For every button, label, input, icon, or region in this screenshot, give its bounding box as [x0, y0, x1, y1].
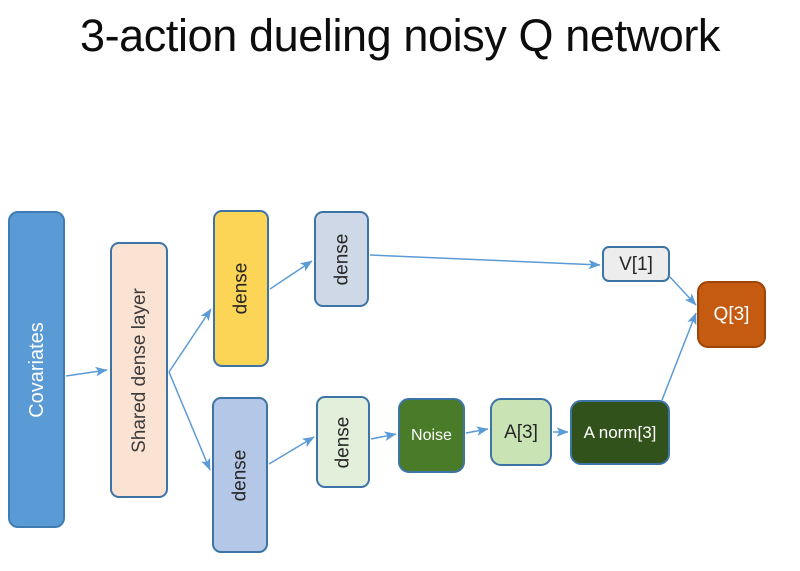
node-noise[interactable]: Noise [398, 398, 465, 473]
node-dense-advantage-1-label: dense [229, 449, 251, 501]
page-title: 3-action dueling noisy Q network [79, 10, 721, 61]
node-q-output-q3-label: Q[3] [713, 304, 750, 325]
edge-dense-v2-to-v1 [369, 254, 601, 270]
edge-noise-to-a3 [465, 426, 489, 436]
node-noise-label: Noise [411, 426, 452, 444]
node-advantage-norm-a3-label: A norm[3] [583, 423, 657, 442]
node-dense-value-1[interactable]: dense [213, 210, 269, 367]
node-advantage-norm-a3[interactable]: A norm[3] [570, 400, 670, 465]
node-q-output-q3[interactable]: Q[3] [697, 281, 766, 348]
node-dense-advantage-2-label: dense [332, 416, 354, 468]
edge-v1-to-q3 [669, 276, 697, 306]
edge-dense-a2-to-noise [370, 431, 397, 441]
node-dense-value-2[interactable]: dense [314, 211, 369, 307]
edge-dense-v1-to-dense-v2 [269, 260, 313, 290]
node-shared-dense-layer-label: Shared dense layer [128, 287, 150, 453]
node-dense-value-2-label: dense [331, 233, 352, 285]
node-dense-advantage-1[interactable]: dense [212, 397, 268, 553]
node-advantage-a3[interactable]: A[3] [490, 398, 552, 466]
edge-dense-a1-to-dense-a2 [268, 436, 315, 465]
edge-covariates-to-shared-dense [65, 366, 108, 377]
node-advantage-a3-label: A[3] [504, 421, 538, 443]
node-covariates-label: Covariates [25, 321, 48, 418]
node-value-v1-label: V[1] [619, 253, 653, 275]
node-dense-advantage-2[interactable]: dense [316, 396, 370, 488]
edge-shared-dense-to-dense-a1 [168, 371, 211, 471]
node-value-v1[interactable]: V[1] [602, 246, 670, 282]
node-dense-value-1-label: dense [230, 262, 252, 315]
node-shared-dense-layer[interactable]: Shared dense layer [110, 242, 168, 498]
node-covariates[interactable]: Covariates [8, 211, 65, 528]
edge-anorm3-to-q3 [661, 312, 697, 401]
edge-shared-dense-to-dense-v1 [168, 308, 212, 373]
